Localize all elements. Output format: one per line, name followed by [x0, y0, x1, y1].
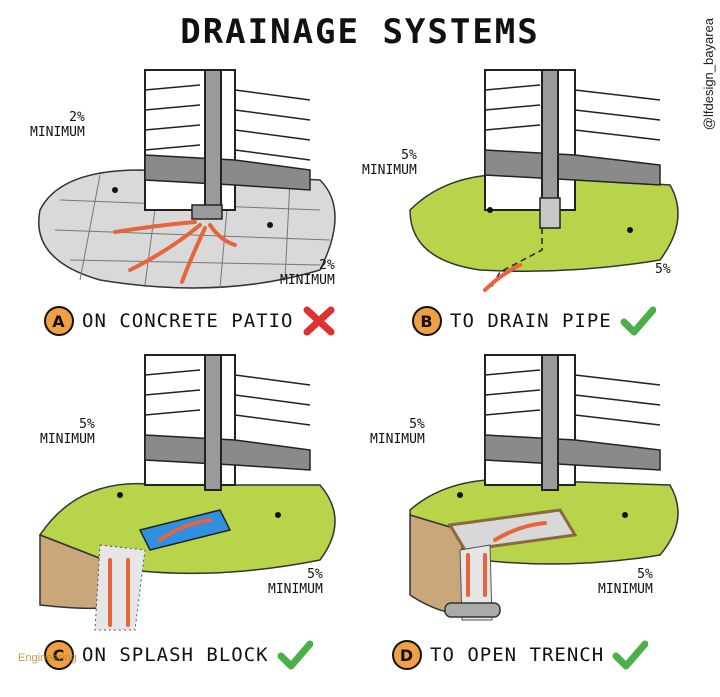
- panel-c-illustration: 5% MINIMUM 5% MINIMUM: [20, 345, 360, 635]
- panel-d-slope-label-right: 5% MINIMUM: [598, 567, 653, 597]
- panel-c-slope-label-right: 5% MINIMUM: [268, 567, 323, 597]
- watermark-logo: Engineering: [18, 652, 77, 664]
- check-mark-icon: [612, 640, 649, 670]
- page-title: DRAINAGE SYSTEMS: [180, 12, 540, 52]
- check-mark-icon: [620, 306, 656, 336]
- credit-handle: @lfdesign_bayarea: [701, 18, 716, 131]
- panel-b-slope-label-left: 5% MINIMUM: [362, 148, 417, 178]
- panel-a-caption-row: A ON CONCRETE PATIO: [44, 306, 337, 336]
- panel-c-badge: C: [44, 640, 74, 670]
- panel-a-slope-label-left: 2% MINIMUM: [30, 110, 85, 140]
- panel-b-badge: B: [412, 306, 442, 336]
- panel-b-caption: TO DRAIN PIPE: [450, 310, 612, 332]
- panel-d-illustration: 5% MINIMUM 5% MINIMUM: [370, 345, 700, 635]
- panel-a-badge: A: [44, 306, 74, 336]
- panel-b-illustration: 5% MINIMUM 5%: [362, 60, 700, 300]
- panel-d-caption: TO OPEN TRENCH: [430, 644, 605, 666]
- panel-a-slope-label-right: 2% MINIMUM: [280, 258, 335, 288]
- panel-a-caption: ON CONCRETE PATIO: [82, 310, 294, 332]
- panel-c-slope-label-left: 5% MINIMUM: [40, 417, 95, 447]
- panel-d-caption-row: D TO OPEN TRENCH: [392, 640, 649, 670]
- panel-a-illustration: 2% MINIMUM 2% MINIMUM: [20, 60, 360, 300]
- panel-c-caption-row: C ON SPLASH BLOCK: [44, 640, 313, 670]
- x-mark-icon: [303, 306, 335, 336]
- panel-d-badge: D: [392, 640, 422, 670]
- check-mark-icon: [277, 640, 313, 670]
- panel-c-caption: ON SPLASH BLOCK: [82, 644, 269, 666]
- panel-b-caption-row: B TO DRAIN PIPE: [412, 306, 656, 336]
- panel-d-slope-label-left: 5% MINIMUM: [370, 417, 425, 447]
- panel-b-slope-label-right: 5%: [655, 262, 671, 277]
